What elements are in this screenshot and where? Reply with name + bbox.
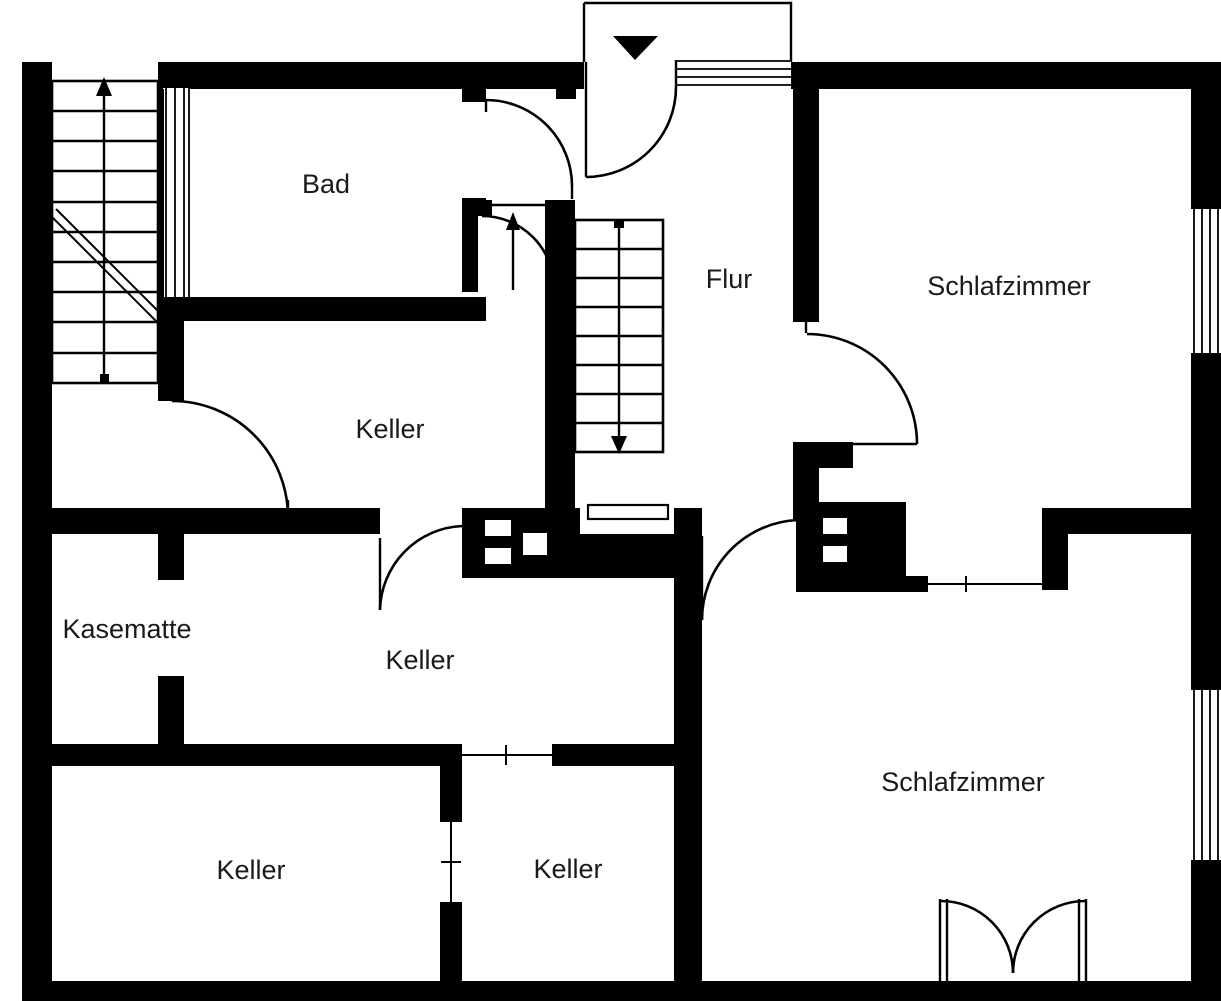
room-label-schlafzimmer-2: Schlafzimmer xyxy=(881,767,1045,797)
entry-direction-chevron-icon xyxy=(613,36,658,60)
window-flur-bottom xyxy=(586,503,670,521)
room-label-schlafzimmer-1: Schlafzimmer xyxy=(927,271,1091,301)
room-label-keller-4: Keller xyxy=(533,854,602,884)
room-label-keller-1: Keller xyxy=(355,414,424,444)
window-schlaf2-right xyxy=(1191,690,1221,860)
wall-opening-marker xyxy=(928,576,1042,592)
room-label-keller-2: Keller xyxy=(385,645,454,675)
room-label-flur: Flur xyxy=(706,264,753,294)
wall-opening-marker xyxy=(462,745,552,765)
door-bad-flur xyxy=(484,98,574,199)
door-flur-schlaf1 xyxy=(804,322,919,446)
keller-lower-partition xyxy=(440,766,462,981)
window-entry-top xyxy=(676,60,791,87)
lower-horizontal-wall xyxy=(22,744,702,766)
bad-room-walls xyxy=(158,89,486,401)
schlaf1-lower-wall xyxy=(906,508,1191,592)
entry-vestibule xyxy=(582,1,793,62)
chimney-shaft-right xyxy=(796,502,906,592)
arrow-down-icon xyxy=(611,436,627,454)
door-keller-kasematte xyxy=(170,398,290,518)
room-label-bad: Bad xyxy=(302,169,350,199)
arrow-up-icon xyxy=(96,77,112,96)
entry-area xyxy=(584,36,791,179)
stair-down-center xyxy=(573,218,665,454)
room-label-kasematte: Kasematte xyxy=(62,614,191,644)
stair-up-left xyxy=(49,77,167,385)
room-labels: Bad Flur Schlafzimmer Keller Kasematte K… xyxy=(62,169,1090,885)
window-bad-left xyxy=(163,88,190,297)
kasematte-partitions xyxy=(158,534,184,744)
door-keller2-entry xyxy=(378,524,463,611)
room-label-keller-3: Keller xyxy=(216,855,285,885)
window-schlaf1-right xyxy=(1191,209,1221,353)
door-bad-stair xyxy=(480,203,556,292)
arrow-up-icon xyxy=(506,212,520,230)
center-stair-walls xyxy=(462,200,575,520)
door-double-bottom xyxy=(938,899,1088,981)
door-flur-schlaf2 xyxy=(700,518,799,621)
